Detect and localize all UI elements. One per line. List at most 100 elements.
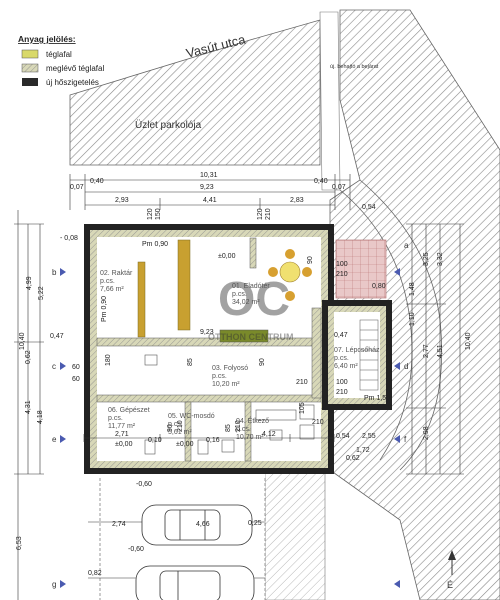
legend-label-1: meglévő téglafal [46,64,104,73]
legend-title: Anyag jelölés: [18,34,76,44]
door-label: 210 [312,419,324,426]
legend-swatch-0 [21,49,39,59]
dim-lot-025: 0,25 [248,520,262,527]
door-label: 90 [167,424,174,432]
door-label: 120 [147,208,154,220]
legend-label-2: új hőszigetelés [46,78,99,87]
door-label: 90 [259,358,266,366]
door-label: 150 [155,208,162,220]
room-05-label: p.cs. [168,421,183,428]
legend-swatch-2 [22,78,38,86]
dim-bottom-062: 0,62 [346,455,360,462]
right-dimensions [406,223,464,475]
dim-top-inner: 9,23 [200,184,214,191]
dim-left-499: 4,99 [26,276,33,290]
room-02-area: 7,66 m² [100,286,124,293]
dim-minus-060: -0,60 [128,546,144,553]
legend: Anyag jelölés: téglafal meglévő téglafal… [18,34,104,87]
legend-swatch-1 [21,63,39,73]
bottom-dimensions [83,434,335,442]
level-zero-a: ±0,00 [218,253,236,260]
dim-right-298: 2,98 [423,426,430,440]
car [135,565,255,600]
dim-top-left-a: 0,07 [70,184,84,191]
dim-mid-923: 9,23 [200,329,214,336]
dim-top-seg2: 4,41 [203,197,217,204]
door-label: 100 [336,261,348,268]
dim-bottom-255: 2,55 [362,433,376,440]
dim-bottom-054: 0,54 [336,433,350,440]
car [141,504,253,546]
room-03-name: 03. Folyosó [212,365,248,372]
north-arrow: É [447,550,456,590]
level-zero-c: ±0,00 [176,441,194,448]
shop-furniture [137,239,312,343]
val-047: 0,47 [334,332,348,339]
legend-label-0: téglafal [46,50,72,59]
door-label: 210 [265,208,272,220]
pm-090b: Pm 0,90 [101,296,108,322]
dim-left-522: 5,22 [38,286,45,300]
dim-minus-008: - 0,08 [60,235,78,242]
axis-label-a: a [404,241,409,250]
room-07-area: 6,40 m² [334,363,358,370]
room-04-name: 04. Étkező [236,416,269,425]
door-label: 210 [235,420,242,432]
axis-label-f: f [404,435,407,444]
room-02-name: 02. Raktár [100,270,133,277]
dim-bottom-172: 1,72 [356,447,370,454]
room-06-area: 11,77 m² [108,423,136,430]
dim-right-332: 3,32 [437,252,444,266]
door-label: 210 [296,379,308,386]
room-06-label: p.cs. [108,415,123,422]
dim-bottom-271: 2,71 [115,431,129,438]
dim-top-right-b: 0,07 [332,184,346,191]
room-05-area: 5,61 m² [168,429,192,436]
room-07-label: p.cs. [334,355,349,362]
room-03-label: p.cs. [212,373,227,380]
dim-right-451: 4,51 [437,344,444,358]
pm-090: Pm 0,90 [142,241,168,248]
door-label: 85 [225,424,232,432]
door-label: 210 [336,389,348,396]
room-01-name: 01. Eladótér [232,283,270,290]
room-01-area: 34,02 m² [232,299,260,306]
dim-left-047: 0,47 [50,333,64,340]
dim-right-277: 2,77 [423,344,430,358]
room-06-name: 06. Gépészet [108,407,150,414]
room-01-label: p.cs. [232,291,247,298]
pm-150: Pm 1,50 [364,395,390,402]
parking-lot [88,478,266,600]
watermark: OC OTTHON CENTRUM [208,273,294,342]
axis-label-c: c [52,362,56,371]
parking-label: Üzlet parkolója [135,119,202,131]
dim-left-418: 4,18 [37,410,44,424]
axis-markers [60,268,400,588]
dim-lot-653: 6,53 [16,536,23,550]
fixtures [144,354,315,455]
door-label: 60 [72,376,80,383]
door-label: 60 [72,364,80,371]
room-07-name: 07. Lépcsőház [334,347,380,354]
watermark-bottom: OTTHON CENTRUM [208,332,294,342]
interior-walls [96,237,322,462]
room-02-label: p.cs. [100,278,115,285]
dim-minus-060b: -0,60 [136,481,152,488]
room-05-name: 05. WC-mosdó [168,413,215,420]
dim-bottom-412: 4,12 [262,431,276,438]
axis-label-d: d [404,362,408,371]
door-label: 120 [257,208,264,220]
axis-label-g: g [52,580,56,589]
left-dimensions [14,210,44,600]
entry-note: új. behajtó a bejárat [330,64,379,70]
stairs [359,319,379,391]
dim-top-seg1: 2,93 [115,197,129,204]
dim-right-overall: 10,40 [465,332,472,350]
dim-left-062: 0,62 [25,350,32,364]
room-04-label: p.cs. [236,426,251,433]
val-010: 0,10 [148,437,162,444]
dim-right-110: 1,10 [409,312,416,326]
val-080: 0,80 [372,283,386,290]
dim-lot-466: 4,66 [196,521,210,528]
